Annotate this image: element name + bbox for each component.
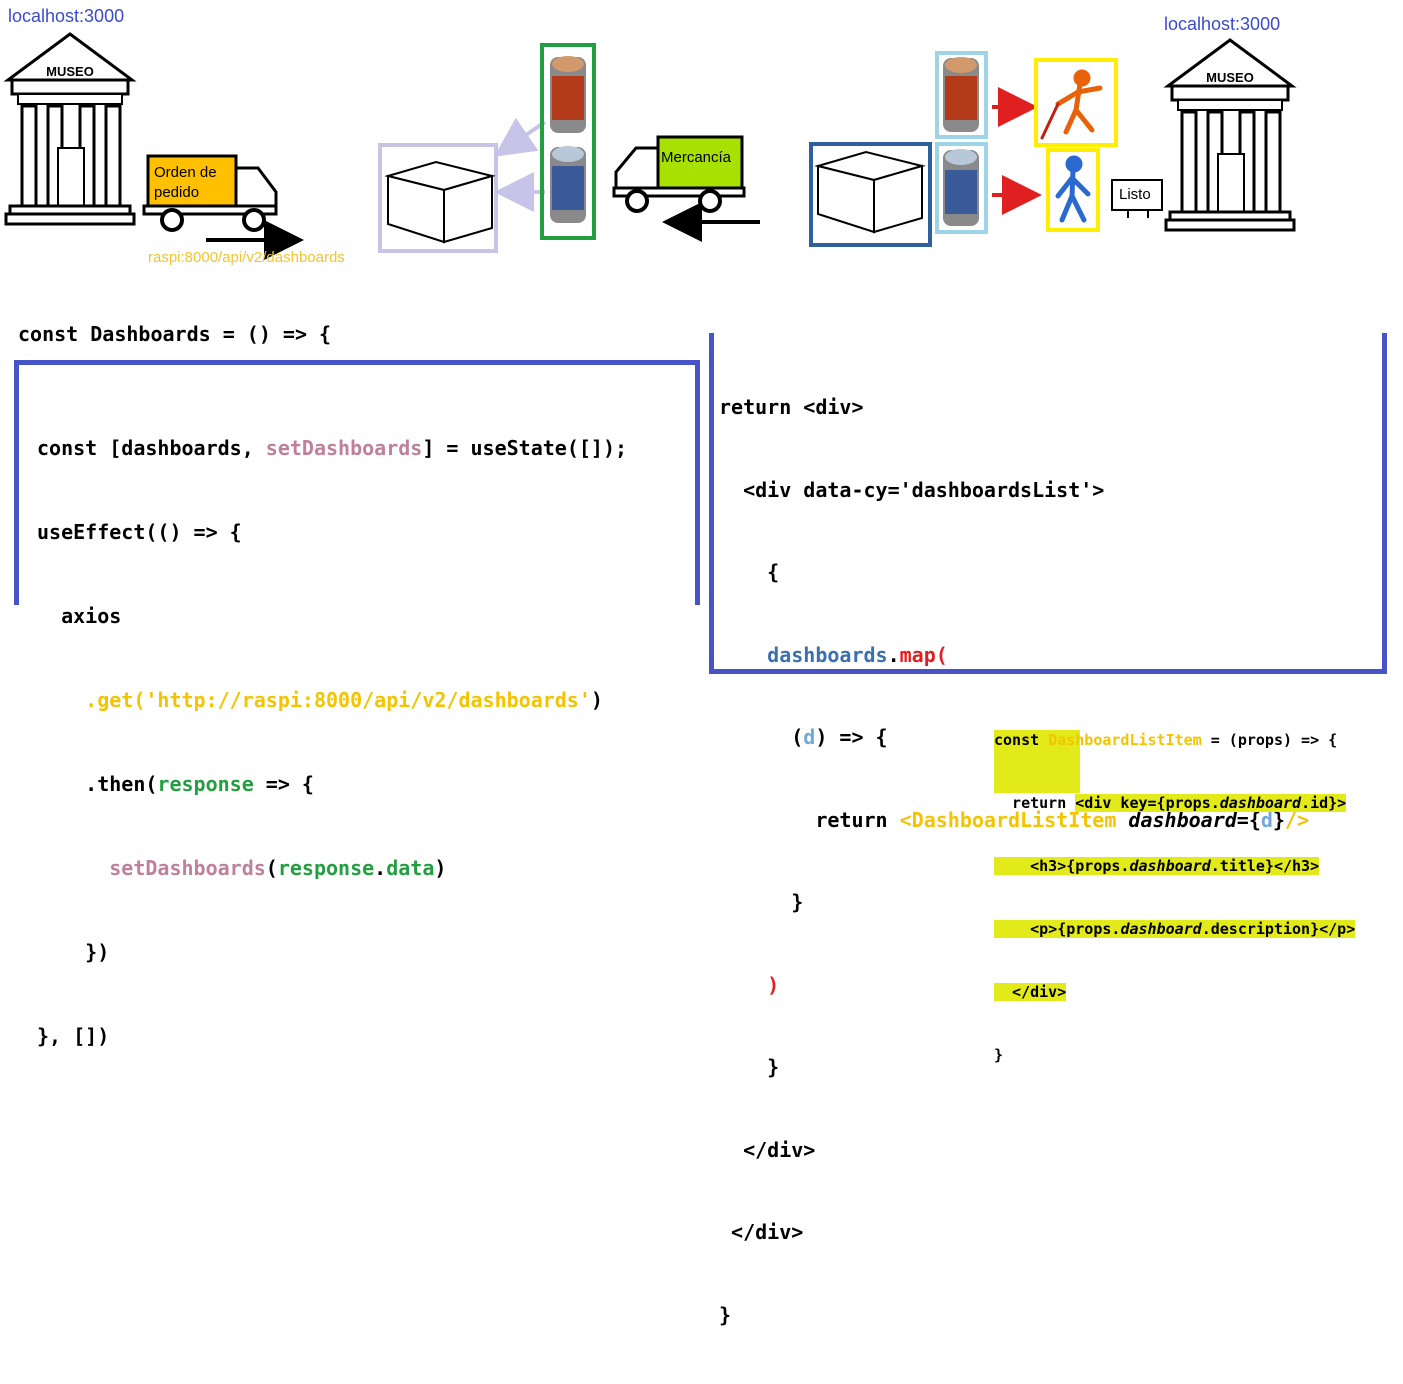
lightblue-frame-top: [935, 51, 988, 139]
code-line: (d) => {: [719, 725, 888, 749]
code-small-body: const DashboardListItem = (props) => { r…: [994, 688, 1356, 1087]
code-line: </div>: [994, 983, 1067, 1001]
code-line: return <div key={props.dashboard.id}>: [994, 794, 1347, 812]
code-line: .then(response => {: [37, 772, 314, 796]
code-left-box: const [dashboards, setDashboards] = useS…: [14, 360, 700, 1048]
empty-box-icon-right: [814, 150, 926, 234]
code-right-box: return <div> <div data-cy='dashboardsLis…: [709, 333, 1387, 1327]
darkblue-frame: [809, 142, 932, 247]
code-line: }, []): [37, 1024, 110, 1048]
yellow-frame-bottom: [1046, 148, 1100, 232]
blue-figure-icon: [1055, 155, 1091, 223]
code-line: <h3>{props.dashboard.title}</h3>: [994, 857, 1320, 875]
flow-diagram: MUSEO: [3, 32, 1297, 260]
goods-truck-label: Mercancía: [661, 149, 732, 166]
code-line: </div>: [719, 1220, 804, 1244]
red-canister-icon-right: [943, 57, 979, 132]
code-line: setDashboards(response.data): [37, 856, 447, 880]
code-left-body: const [dashboards, setDashboards] = useS…: [19, 365, 695, 1106]
empty-box-icon: [384, 160, 496, 244]
right-museum-icon: [1163, 38, 1297, 232]
ready-sign-icon: [1111, 179, 1163, 218]
ready-label: Listo: [1119, 186, 1151, 203]
code-line: useEffect(() => {: [37, 520, 242, 544]
code-line: .get('http://raspi:8000/api/v2/dashboard…: [37, 688, 603, 712]
left-museum-icon: [3, 32, 137, 226]
code-line: }: [994, 1046, 1004, 1064]
blue-canister-icon: [550, 146, 586, 223]
order-truck-icon: [142, 154, 278, 232]
left-museum-label: MUSEO: [46, 64, 94, 79]
green-frame: [540, 43, 596, 240]
code-line: <div data-cy='dashboardsList'>: [719, 477, 1105, 502]
right-host-label: localhost:3000: [1164, 14, 1281, 34]
code-line: </div>: [719, 1137, 816, 1162]
code-line: const DashboardListItem = (props) => {: [994, 731, 1338, 749]
order-truck-label: Orden de pedido: [154, 163, 217, 203]
red-canister-icon: [550, 56, 586, 133]
lavender-arrow-top: [494, 117, 547, 157]
left-host-label: localhost:3000: [8, 6, 125, 26]
code-line: <p>{props.dashboard.description}</p>: [994, 920, 1356, 938]
order-truck-label-line2: pedido: [154, 184, 200, 201]
code-line: }: [719, 1302, 732, 1327]
code-line: }): [37, 940, 110, 964]
code-line: axios: [37, 604, 122, 628]
code-line: dashboards.map(: [719, 642, 948, 667]
yellow-frame-top: [1034, 58, 1118, 147]
red-figure-icon: [1040, 69, 1103, 140]
order-truck-label-line1: Orden de: [154, 164, 217, 181]
code-line: {: [719, 560, 780, 584]
code-left-header: const Dashboards = () => {: [18, 322, 332, 346]
right-museum-label: MUSEO: [1206, 70, 1254, 85]
code-line: return <div>: [719, 395, 864, 419]
code-line: const [dashboards, setDashboards] = useS…: [37, 436, 628, 460]
lightblue-frame-bottom: [935, 142, 988, 234]
goods-truck-icon: [612, 135, 746, 213]
api-url-label: raspi:8000/api/v2/dashboards: [148, 249, 345, 266]
blue-canister-icon-right: [943, 149, 979, 226]
